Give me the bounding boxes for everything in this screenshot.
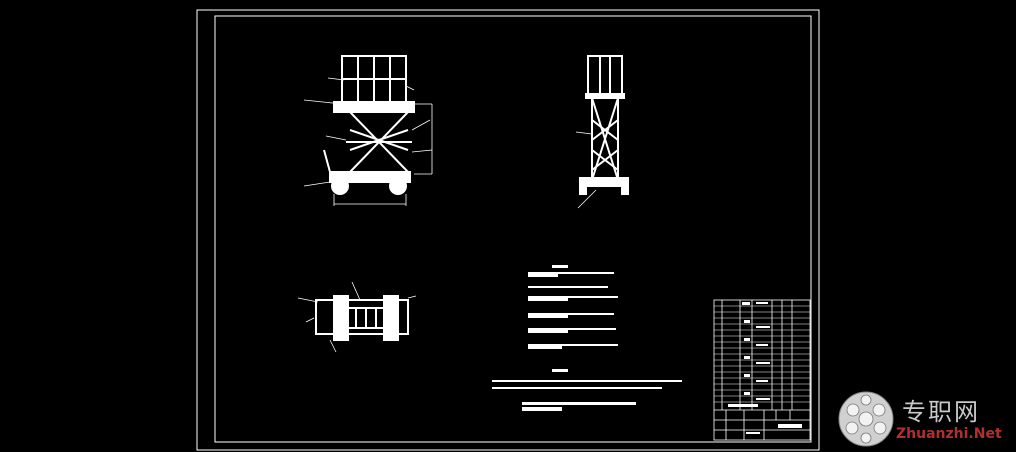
side-view: [575, 55, 629, 209]
inner-frame: [214, 15, 812, 443]
outer-frame: [196, 9, 820, 451]
title-block: [713, 299, 811, 441]
front-view: [303, 55, 433, 206]
globe-icon: [838, 391, 894, 447]
top-view: [297, 281, 417, 353]
watermark: 专职网 Zhuanzhi.Net: [836, 388, 1016, 450]
watermark-chinese-text: 专职网: [902, 398, 980, 426]
watermark-english-text: Zhuanzhi.Net: [896, 426, 1002, 442]
technical-notes: [492, 265, 682, 411]
